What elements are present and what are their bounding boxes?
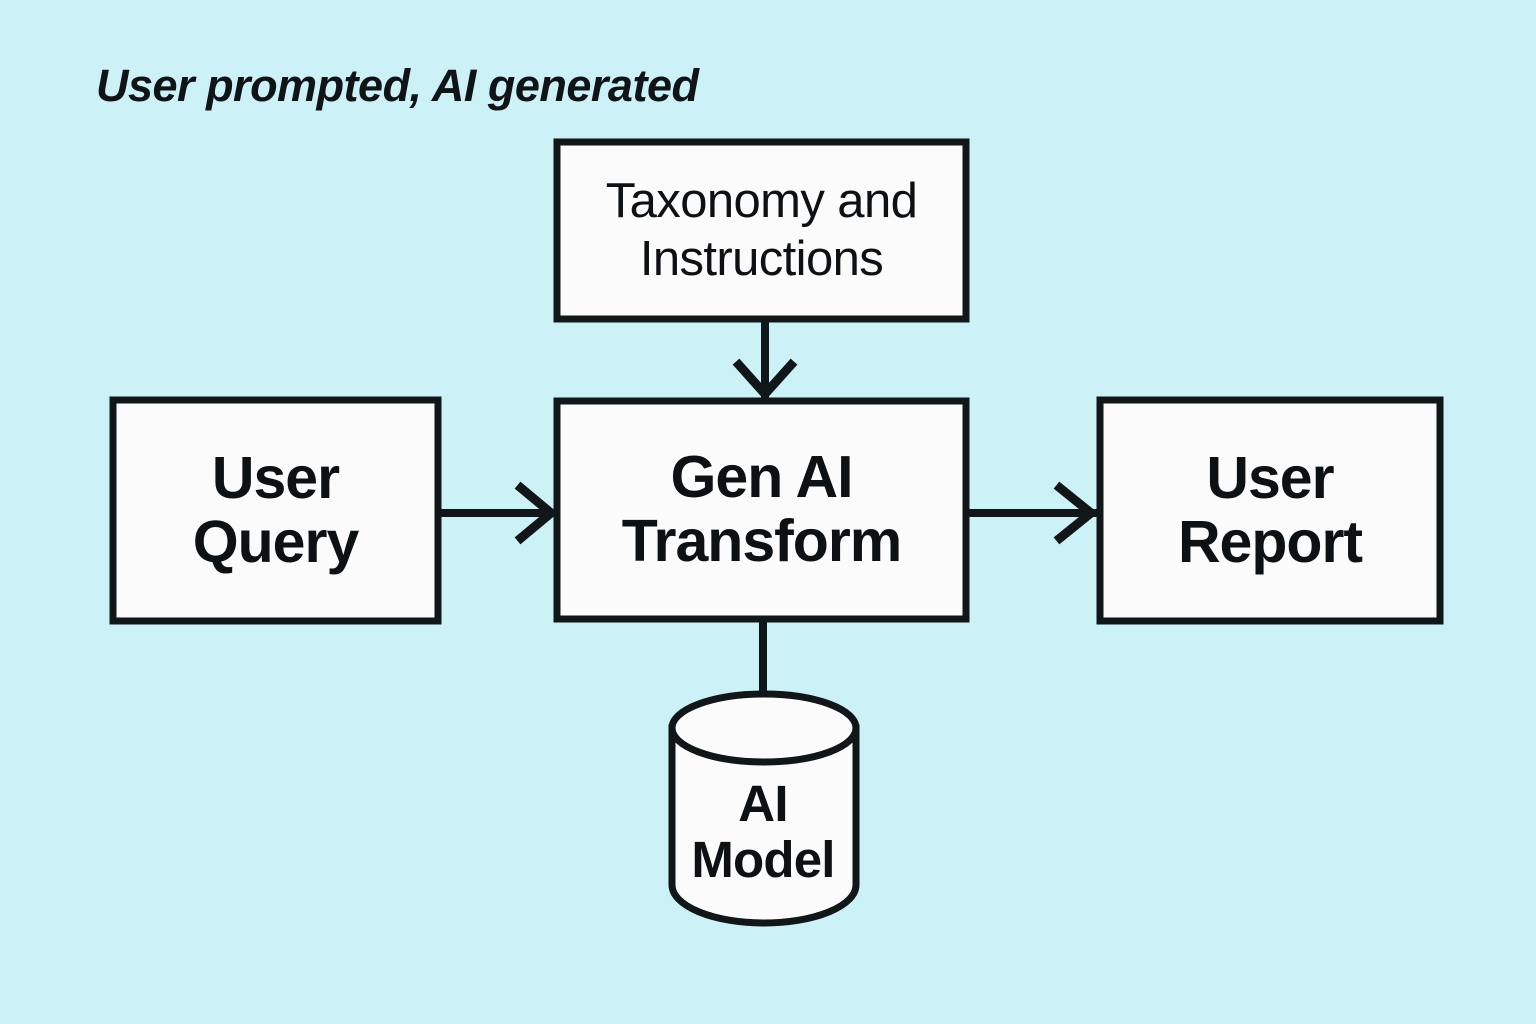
node-ai-model[interactable]: [668, 690, 860, 927]
node-taxonomy[interactable]: [553, 138, 970, 323]
cylinder-top-ellipse: [668, 690, 860, 766]
connector-gen-ai-to-user-report: [965, 481, 1099, 545]
arrowhead-right-icon: [1053, 481, 1099, 545]
diagram-caption: User prompted, AI generated: [96, 60, 699, 111]
arrowhead-right-icon: [514, 481, 559, 545]
connector-user-query-to-gen-ai: [437, 481, 559, 545]
node-user-report[interactable]: [1096, 396, 1444, 625]
connector-taxonomy-to-gen-ai: [732, 318, 798, 401]
arrowhead-down-icon: [732, 358, 798, 401]
node-gen-ai-transform[interactable]: [553, 397, 970, 623]
node-user-query[interactable]: [109, 396, 442, 625]
